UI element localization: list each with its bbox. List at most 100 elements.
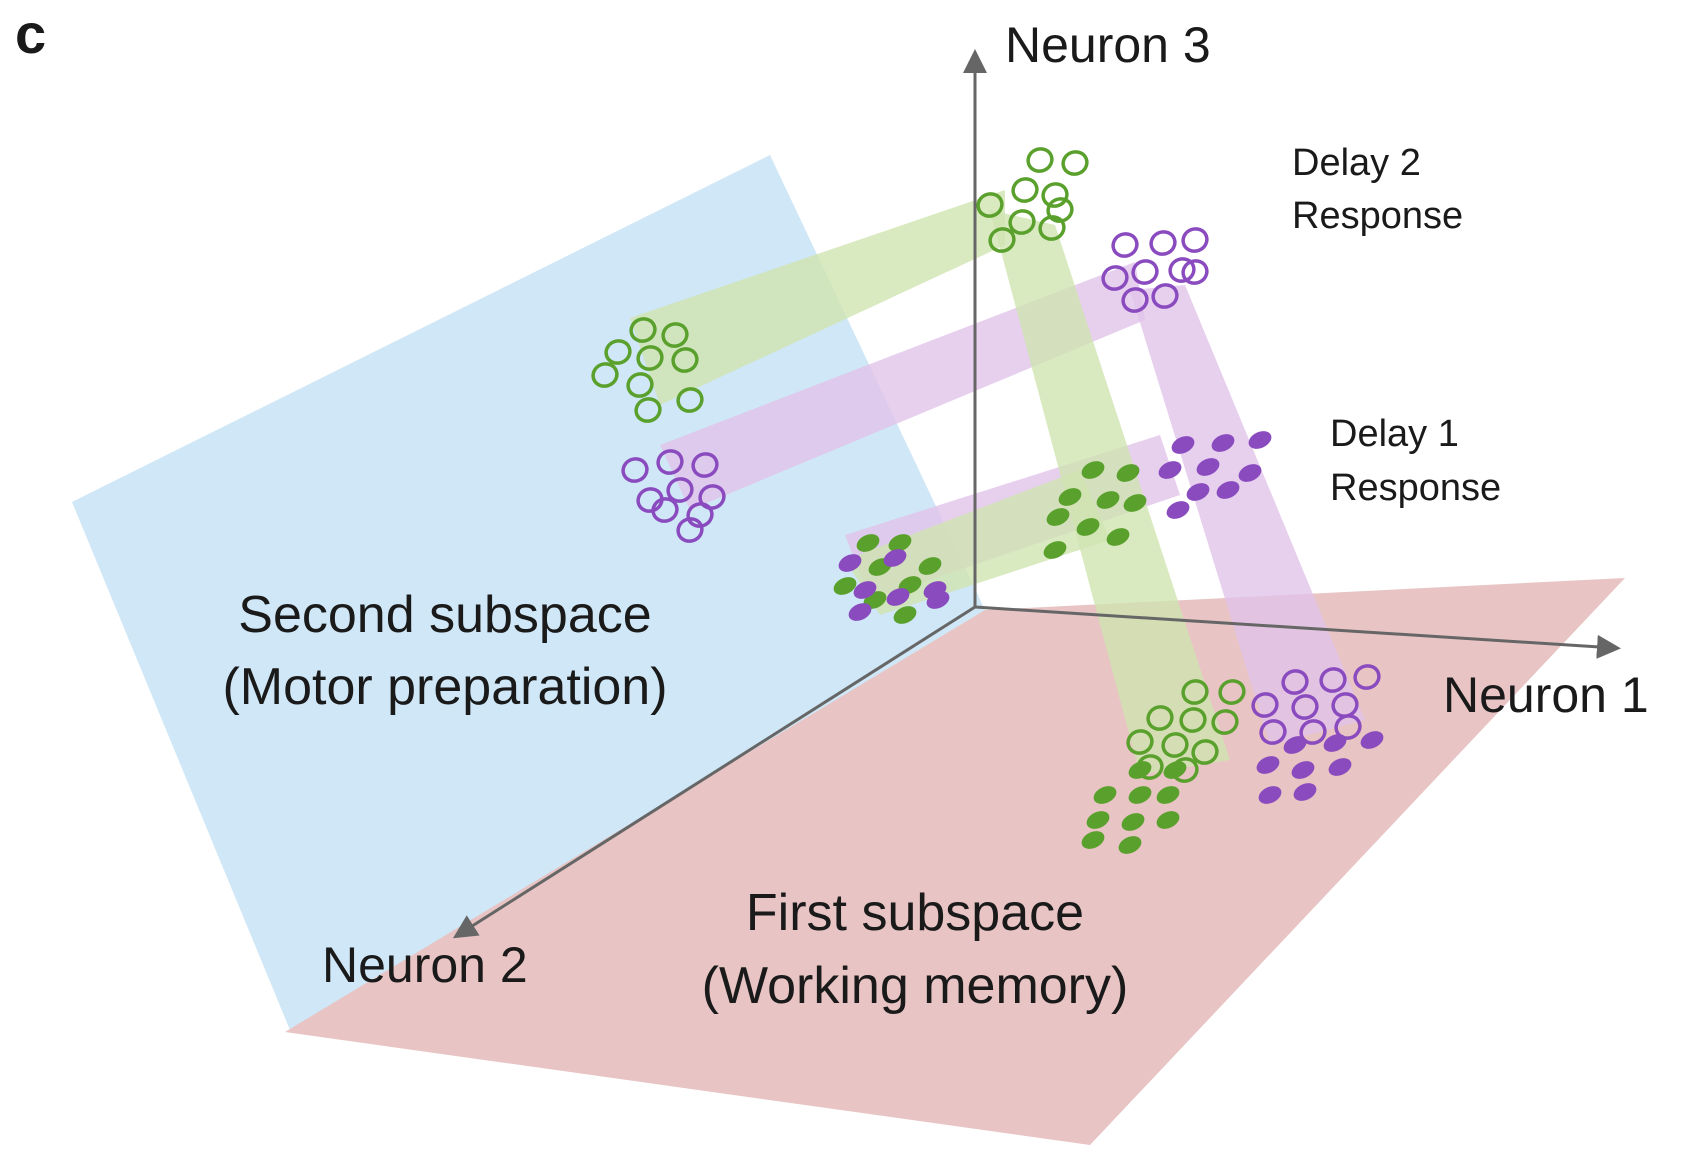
data-dot — [1181, 679, 1209, 705]
data-dot — [629, 317, 657, 343]
data-dot — [1041, 182, 1069, 208]
data-dot — [833, 577, 857, 595]
data-dot — [1086, 811, 1110, 829]
data-dot — [604, 339, 632, 365]
data-dot — [1123, 494, 1147, 512]
dot-clusters — [591, 147, 1384, 854]
data-dot — [1216, 481, 1240, 499]
data-dot — [1038, 215, 1066, 241]
data-dot — [1096, 491, 1120, 509]
data-dot — [1081, 461, 1105, 479]
data-dot — [671, 347, 699, 373]
mixed-filled-cluster-second-plane — [833, 534, 950, 624]
data-dot — [1299, 719, 1327, 745]
data-dot — [1011, 177, 1039, 203]
data-dot — [651, 497, 679, 523]
second-subspace-title: Second subspace — [238, 586, 651, 644]
data-dot — [1156, 786, 1180, 804]
data-dot — [1259, 719, 1287, 745]
data-dot — [676, 517, 704, 543]
data-dot — [1291, 694, 1319, 720]
data-dot — [1081, 831, 1105, 849]
second-subspace-subtitle: (Motor preparation) — [222, 658, 667, 716]
data-dot — [918, 557, 942, 575]
purple-open-cluster-second-plane — [621, 449, 726, 543]
data-dot — [1251, 692, 1279, 718]
projection-band-1 — [630, 190, 1005, 405]
data-dot — [1131, 259, 1159, 285]
data-dot — [1334, 714, 1362, 740]
data-dot — [1323, 734, 1347, 752]
data-dot — [1319, 667, 1347, 693]
data-dot — [1328, 758, 1352, 776]
data-dot — [838, 554, 862, 572]
data-dot — [1126, 729, 1154, 755]
delay1-response-label: Response — [1330, 467, 1501, 509]
data-dot — [1076, 518, 1100, 536]
data-dot — [1360, 731, 1384, 749]
purple-open-cluster-delay2 — [1101, 227, 1209, 313]
data-dot — [1101, 265, 1129, 291]
purple-filled-cluster-first-plane — [1256, 731, 1384, 804]
data-dot — [988, 227, 1016, 253]
delay1-label: Delay 1 — [1330, 413, 1459, 455]
data-dot — [1161, 732, 1189, 758]
second-subspace-plane — [72, 155, 985, 1030]
data-dot — [1111, 232, 1139, 258]
data-dot — [1258, 786, 1282, 804]
data-dot — [1171, 436, 1195, 454]
data-dot — [1158, 461, 1182, 479]
data-dot — [591, 362, 619, 388]
data-dot — [1211, 709, 1239, 735]
data-dot — [1191, 739, 1219, 765]
data-dot — [698, 484, 726, 510]
data-dot — [1046, 197, 1074, 223]
data-dot — [888, 534, 912, 552]
data-dot — [1179, 707, 1207, 733]
green-open-cluster-delay2 — [976, 147, 1089, 253]
data-dot — [1128, 761, 1152, 779]
projection-band-6 — [1130, 285, 1365, 745]
data-dot — [1118, 836, 1142, 854]
data-dot — [893, 606, 917, 624]
data-dot — [1238, 464, 1262, 482]
neuron-2-axis — [452, 605, 976, 939]
data-dot — [856, 534, 880, 552]
data-dot — [1196, 458, 1220, 476]
data-dot — [1181, 227, 1209, 253]
green-filled-cluster-first-plane — [1081, 761, 1187, 854]
data-dot — [661, 322, 689, 348]
first-subspace-subtitle: (Working memory) — [702, 957, 1129, 1015]
data-dot — [656, 449, 684, 475]
green-filled-cluster-delay1 — [1043, 461, 1147, 559]
data-dot — [1121, 813, 1145, 831]
data-dot — [853, 581, 877, 599]
data-dot — [1121, 287, 1149, 313]
data-dot — [1248, 431, 1272, 449]
data-dot — [1061, 150, 1089, 176]
data-dot — [1058, 488, 1082, 506]
data-dot — [926, 591, 950, 609]
data-dot — [621, 457, 649, 483]
data-dot — [666, 477, 694, 503]
data-dot — [1163, 761, 1187, 779]
data-dot — [848, 603, 872, 621]
green-open-cluster-second-plane — [591, 317, 704, 423]
data-dot — [1128, 786, 1152, 804]
delay2-label: Delay 2 — [1292, 142, 1421, 184]
data-dot — [1008, 209, 1036, 235]
data-dot — [676, 387, 704, 413]
data-dot — [1281, 669, 1309, 695]
neuron-1-axis — [974, 605, 1621, 659]
data-dot — [1256, 756, 1280, 774]
data-dot — [1043, 541, 1067, 559]
data-dot — [636, 345, 664, 371]
purple-open-cluster-first-plane — [1251, 664, 1381, 745]
data-dot — [1218, 679, 1246, 705]
data-dot — [626, 372, 654, 398]
data-dot — [1166, 501, 1190, 519]
data-dot — [886, 588, 910, 606]
data-dot — [1211, 434, 1235, 452]
data-dot — [1151, 283, 1179, 309]
